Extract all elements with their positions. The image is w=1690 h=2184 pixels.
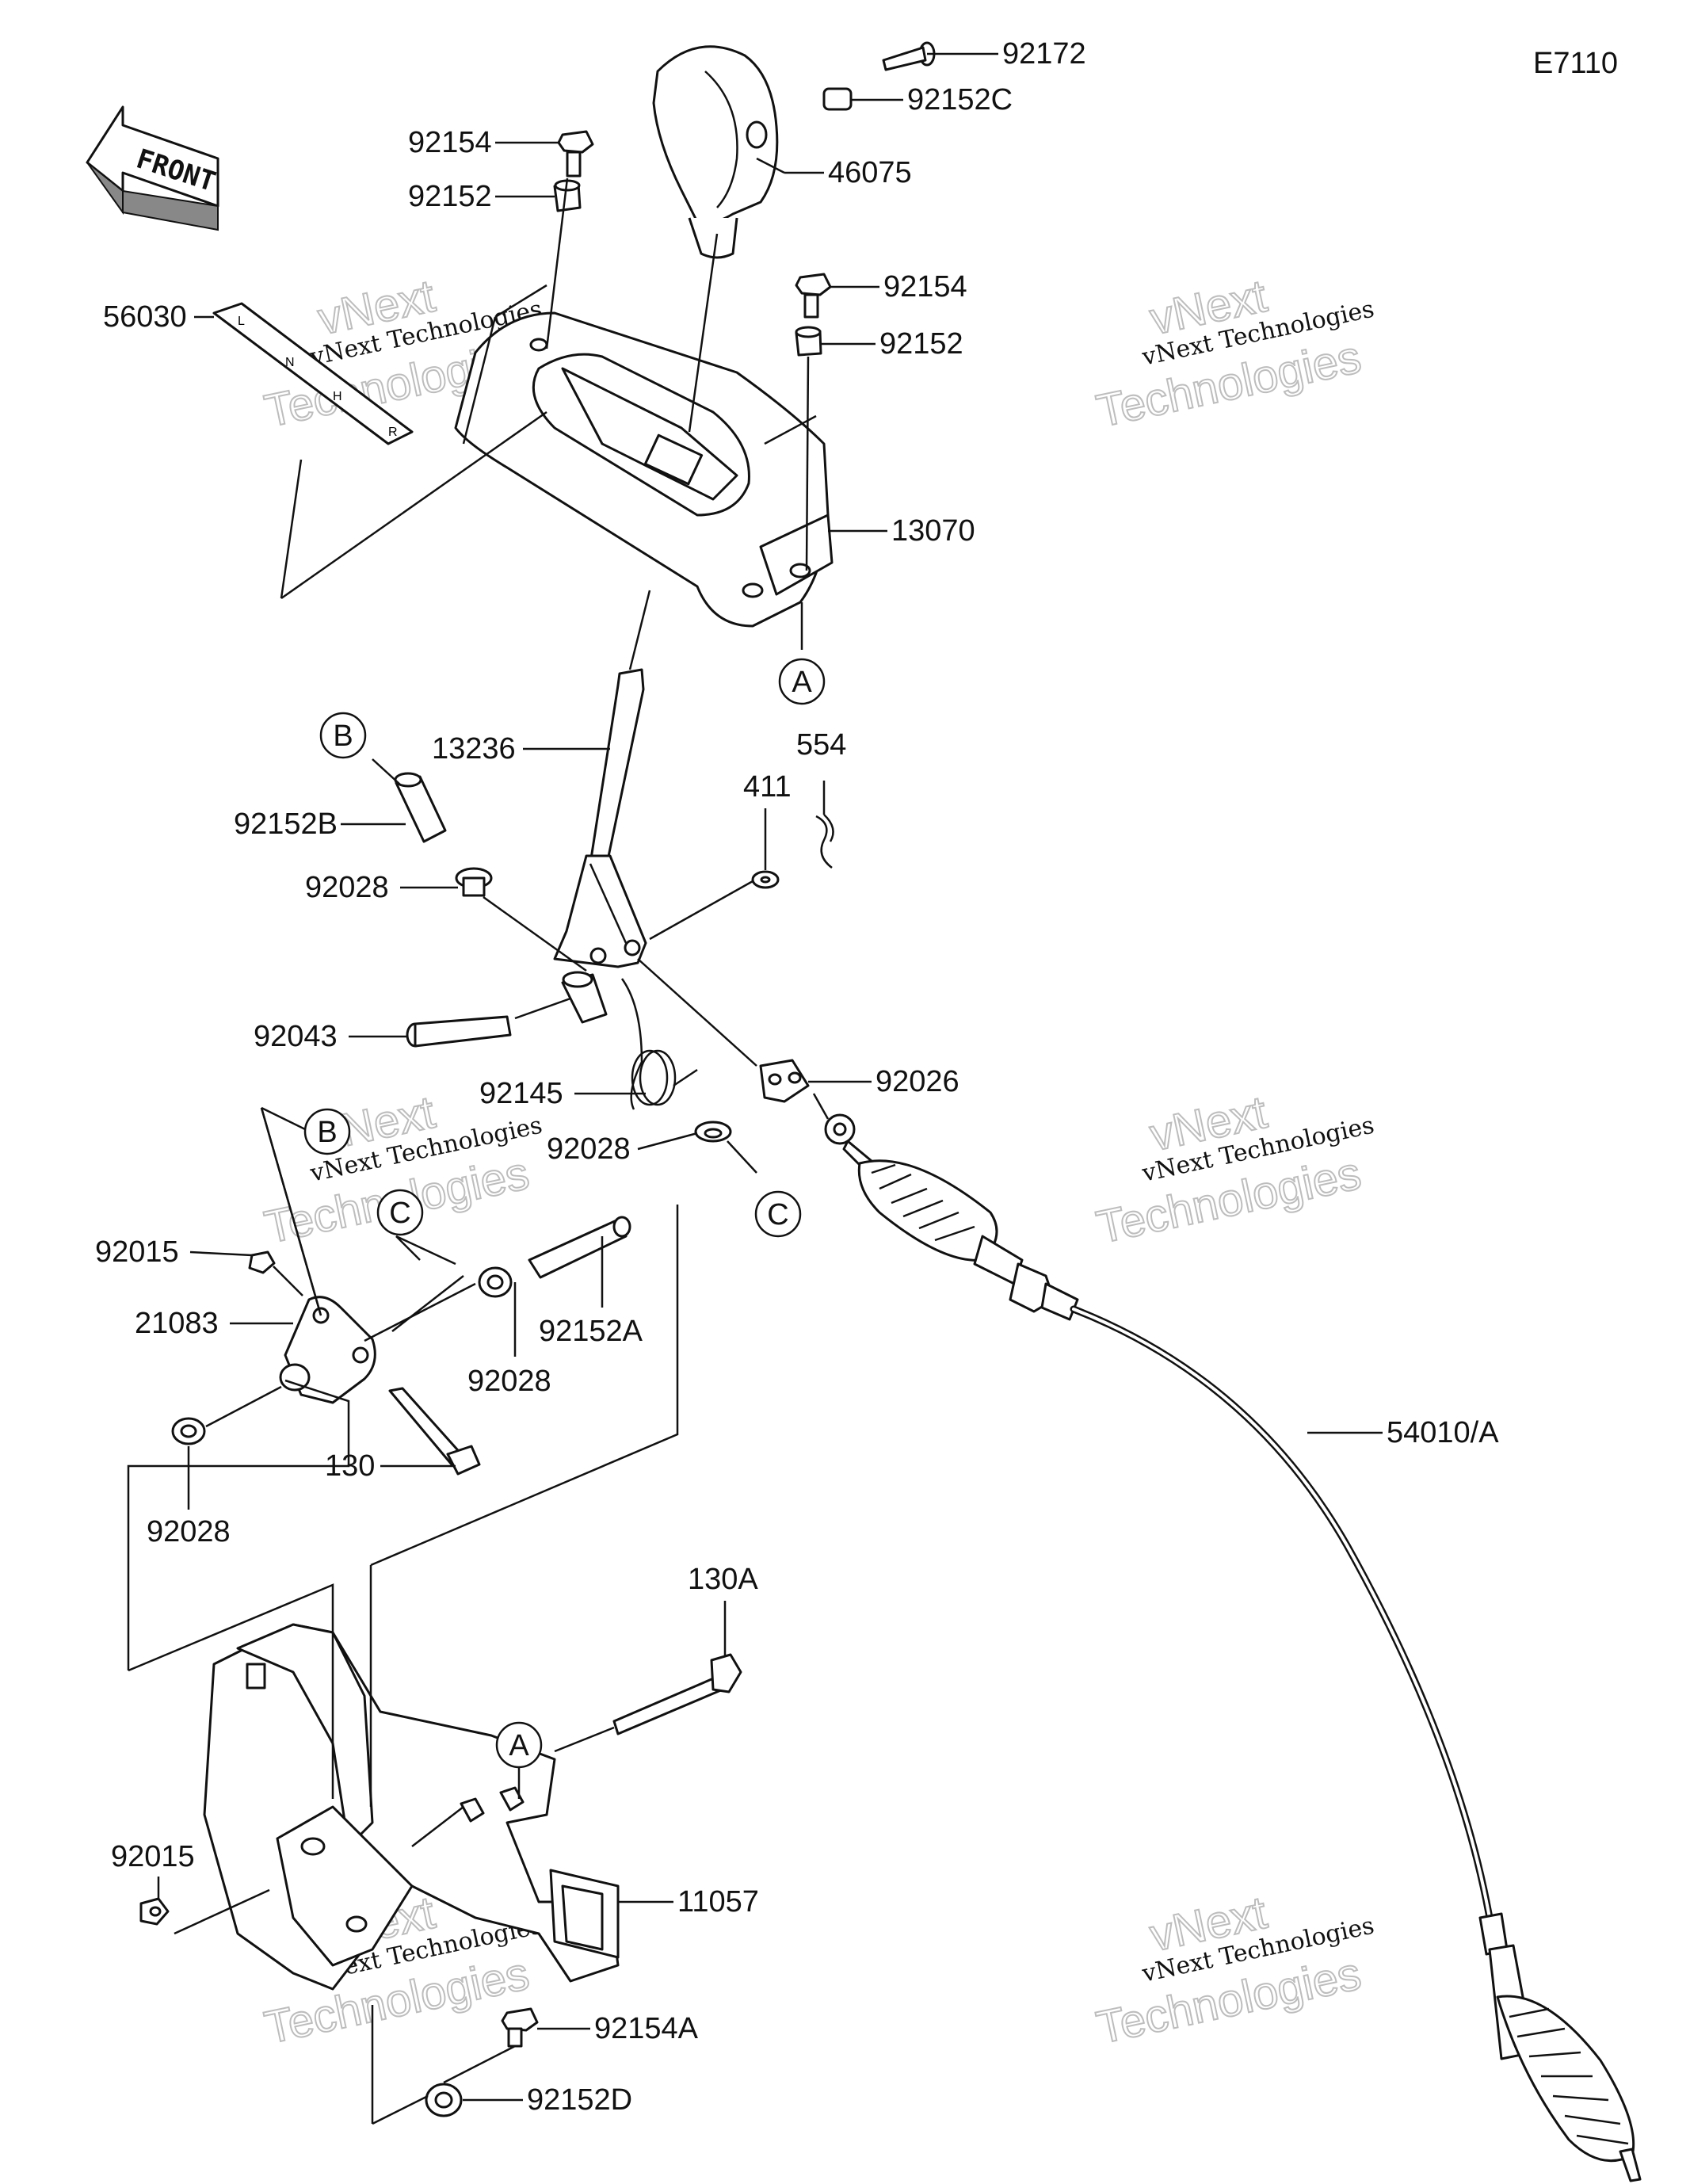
ref-marker-a: A xyxy=(778,658,826,705)
front-arrow-icon: FRONT xyxy=(86,105,219,231)
label-plate-56030: L N H R xyxy=(212,302,414,445)
part-label: 92152 xyxy=(408,180,492,213)
cotter-pin-554 xyxy=(815,814,834,869)
part-label: 46075 xyxy=(828,156,912,189)
shift-guide-13070 xyxy=(454,311,834,628)
part-label: 92152B xyxy=(234,808,338,841)
part-label: 92145 xyxy=(479,1077,563,1110)
svg-text:A: A xyxy=(509,1729,529,1762)
collar-92152A xyxy=(528,1216,631,1279)
part-label: 56030 xyxy=(103,300,187,334)
part-label: 411 xyxy=(743,770,792,804)
bolt-92172 xyxy=(882,41,936,71)
collar-92152 xyxy=(795,326,822,357)
part-label: 554 xyxy=(796,728,846,762)
bushing-92028 xyxy=(694,1121,732,1143)
ref-marker-b: B xyxy=(319,712,367,759)
nut-92015 xyxy=(139,1897,170,1926)
part-label: 92026 xyxy=(876,1065,959,1098)
bolt-92154A xyxy=(501,2007,539,2048)
part-label: 21083 xyxy=(135,1307,219,1340)
part-label: 92028 xyxy=(305,871,389,904)
ref-marker-b: B xyxy=(303,1108,351,1155)
shift-cable-54010A xyxy=(824,1113,1642,2182)
part-label: 92152A xyxy=(539,1315,643,1348)
part-label: 92154A xyxy=(594,2012,699,2045)
watermark: vNext vNext Technologies Technologies xyxy=(1092,269,1377,438)
part-label: 54010/A xyxy=(1387,1416,1499,1449)
svg-text:H: H xyxy=(333,390,342,403)
watermark: vNext vNext Technologies Technologies xyxy=(1092,1086,1377,1254)
part-label: 92015 xyxy=(95,1235,179,1269)
bushing-92028 xyxy=(478,1266,513,1298)
ref-marker-c: C xyxy=(376,1189,424,1236)
svg-text:B: B xyxy=(317,1116,337,1149)
part-label: 13236 xyxy=(432,732,516,766)
part-label: 92015 xyxy=(111,1840,195,1873)
washer-411 xyxy=(751,870,780,889)
part-label: 92028 xyxy=(467,1365,551,1398)
diagram-code: E7110 xyxy=(1533,47,1618,80)
part-label: 130 xyxy=(325,1449,375,1483)
bushing-92028 xyxy=(455,867,493,897)
svg-text:A: A xyxy=(792,666,812,699)
part-label: 92172 xyxy=(1002,37,1086,71)
svg-text:N: N xyxy=(285,356,295,369)
part-label: 92154 xyxy=(883,270,967,304)
bolt-92154 xyxy=(557,130,594,178)
collar-92152B xyxy=(394,772,447,843)
shift-lever-13236 xyxy=(553,668,647,968)
part-label: 92152C xyxy=(907,83,1013,116)
nut-92015 xyxy=(248,1250,276,1274)
svg-text:R: R xyxy=(388,426,398,439)
svg-text:C: C xyxy=(767,1198,788,1231)
shift-knob xyxy=(652,45,779,259)
part-label: 92028 xyxy=(147,1515,231,1548)
collar-92152D xyxy=(425,2083,463,2117)
part-label: 92154 xyxy=(408,126,492,159)
part-label: 92043 xyxy=(254,1020,338,1053)
bolt-130 xyxy=(388,1387,481,1476)
bracket-11057 xyxy=(203,1623,620,1991)
bushing-92028 xyxy=(171,1417,206,1445)
part-label: 92028 xyxy=(547,1132,631,1166)
part-label: 13070 xyxy=(891,514,975,548)
pin-92043 xyxy=(406,1015,512,1048)
svg-text:L: L xyxy=(238,315,245,328)
bolt-130A xyxy=(612,1653,742,1735)
collar-92152C xyxy=(822,87,853,111)
pivot-arm-21083 xyxy=(279,1296,376,1404)
part-label: 92152D xyxy=(527,2083,632,2117)
watermark: vNext vNext Technologies Technologies xyxy=(1092,1886,1377,2055)
part-label: 130A xyxy=(688,1563,758,1596)
svg-text:C: C xyxy=(389,1197,410,1230)
bracket-92026 xyxy=(759,1059,810,1103)
collar xyxy=(561,971,608,1024)
part-label: 92152 xyxy=(879,327,963,361)
ref-marker-a: A xyxy=(495,1721,543,1769)
bolt-92154 xyxy=(795,273,832,319)
ref-marker-c: C xyxy=(754,1190,802,1238)
part-label: 11057 xyxy=(677,1885,759,1919)
svg-text:B: B xyxy=(333,720,353,753)
spring-92145 xyxy=(620,978,698,1110)
leader-lines xyxy=(127,52,1383,2125)
